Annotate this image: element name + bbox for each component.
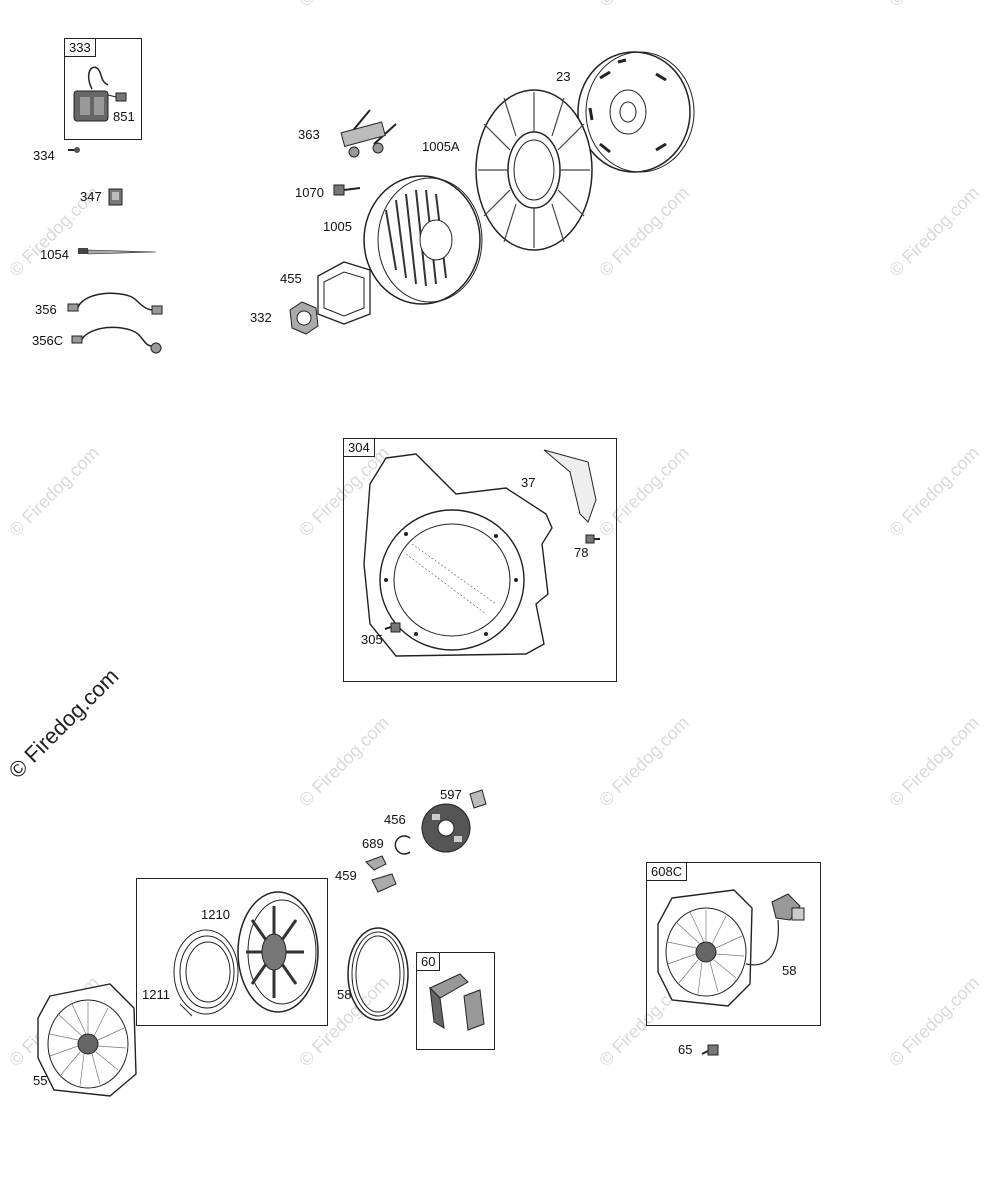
screw-334-drawing <box>68 147 80 153</box>
part-label-689: 689 <box>362 836 384 851</box>
wire-356C-drawing <box>71 326 162 354</box>
part-label-459: 459 <box>335 868 357 883</box>
watermark-text: © Firedog.com <box>885 0 984 11</box>
box-60-tag: 60 <box>417 953 441 971</box>
watermark-text: © Firedog.com <box>595 0 694 11</box>
part-label-78: 78 <box>574 545 589 560</box>
part-label-23: 23 <box>556 69 571 84</box>
rewind-starter-608C-drawing <box>657 889 805 1007</box>
part-label-334: 334 <box>33 148 55 163</box>
part-label-456: 456 <box>384 812 406 827</box>
screw-78-drawing <box>585 534 600 544</box>
part-label-1211: 1211 <box>142 987 170 1002</box>
starter-housing-55-drawing <box>37 983 137 1097</box>
watermark-text: © Firedog.com <box>295 712 393 811</box>
box-pulley-spring <box>136 878 328 1026</box>
box-304: 304 <box>343 438 617 682</box>
part-label-55: 55 <box>33 1073 48 1088</box>
watermark-text: © Firedog.com <box>595 182 693 281</box>
watermark-text: © Firedog.com <box>885 712 983 811</box>
blower-housing-304-drawing <box>363 449 597 657</box>
watermark-text: © Firedog.com <box>885 182 983 281</box>
watermark-text: © Firedog.com <box>885 972 983 1071</box>
screw-65-drawing <box>701 1044 719 1056</box>
bracket-363-drawing <box>340 109 397 158</box>
box-304-tag: 304 <box>344 439 375 457</box>
rectifier-part-drawing <box>73 66 127 122</box>
plate-456-drawing <box>421 803 471 853</box>
rope-58-drawing <box>347 927 409 1021</box>
screw-305-drawing <box>384 622 401 633</box>
flywheel-23-drawing <box>577 51 695 173</box>
watermark-text: © Firedog.com <box>295 0 394 11</box>
nut-332-drawing <box>289 301 319 335</box>
bolt-1070-drawing <box>333 184 361 196</box>
switch-347-drawing <box>108 188 123 206</box>
spacer-597-drawing <box>469 789 487 809</box>
fan-1005A-drawing <box>475 89 593 251</box>
part-label-851: 851 <box>113 109 135 124</box>
part-label-58-starter: 58 <box>782 963 797 978</box>
watermark-text: © Firedog.com <box>885 442 983 541</box>
part-label-356C: 356C <box>32 333 64 348</box>
pulley-1210-drawing <box>237 891 319 1013</box>
part-label-1005: 1005 <box>323 219 352 234</box>
wire-356-drawing <box>67 292 163 315</box>
watermark-text: © Firedog.com <box>595 712 693 811</box>
box-333-tag: 333 <box>65 39 96 57</box>
box-608C: 608C <box>646 862 821 1026</box>
watermark-text: © Firedog.com <box>5 442 103 541</box>
part-label-356: 356 <box>35 302 57 317</box>
handle-60-drawing <box>429 973 485 1031</box>
housing-1005-drawing <box>363 175 483 305</box>
part-label-58-rope: 58 <box>337 987 352 1002</box>
spring-1211-drawing <box>173 929 239 1017</box>
cup-455-drawing <box>317 261 371 325</box>
part-label-597: 597 <box>440 787 462 802</box>
part-label-305: 305 <box>361 632 383 647</box>
box-333: 333 <box>64 38 142 140</box>
part-label-363: 363 <box>298 127 320 142</box>
part-label-332: 332 <box>250 310 272 325</box>
part-label-37: 37 <box>521 475 536 490</box>
part-label-455: 455 <box>280 271 302 286</box>
part-label-1210: 1210 <box>201 907 230 922</box>
part-label-1005A: 1005A <box>422 139 460 154</box>
part-label-1054: 1054 <box>40 247 69 262</box>
clip-689-drawing <box>394 835 411 855</box>
part-label-65: 65 <box>678 1042 693 1057</box>
pawl-459-drawing <box>365 855 397 893</box>
box-608C-tag: 608C <box>647 863 688 881</box>
box-60: 60 <box>416 952 495 1050</box>
part-label-347: 347 <box>80 189 102 204</box>
main-watermark: © Firedog.com <box>3 663 124 784</box>
tie-1054-drawing <box>78 248 157 255</box>
part-label-1070: 1070 <box>295 185 324 200</box>
